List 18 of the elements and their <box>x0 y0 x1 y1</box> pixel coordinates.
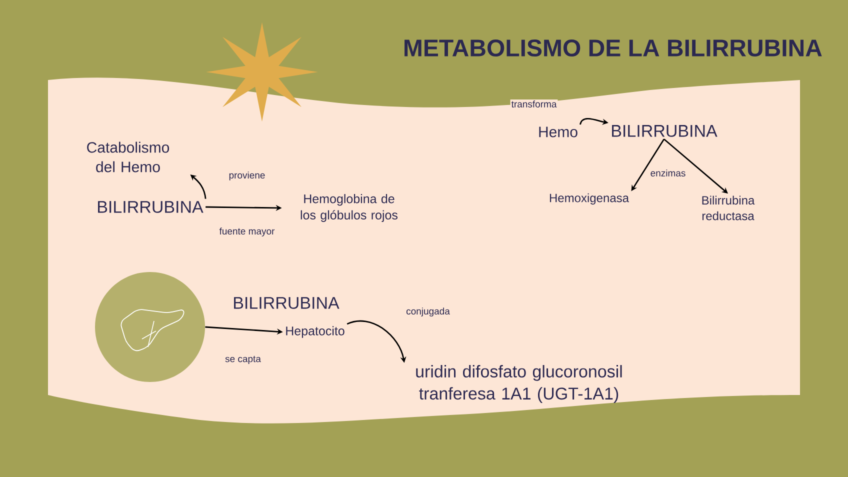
title: METABOLISMO DE LA BILIRRUBINA <box>404 40 822 56</box>
node-text: Catabolismo del Hemo <box>87 142 170 172</box>
edge-label: transforma <box>510 100 558 108</box>
node-text: Hemo <box>539 126 578 138</box>
edge-label: enzimas <box>649 168 687 178</box>
node-text: Hemoglobina de los glóbulos rojos <box>300 194 398 222</box>
edge-label: fuente mayor <box>218 226 276 238</box>
edge-label: conjugada <box>405 306 451 318</box>
node-text: BILIRRUBINA <box>234 297 340 309</box>
node-text: uridin difosfato glucoronosil tranferesa 1A1 (UGT-1A1) <box>416 365 622 403</box>
node-text: Hemoxigenasa <box>550 193 629 205</box>
node-text: BILIRRUBINA <box>98 201 204 213</box>
picture <box>95 272 205 382</box>
node-text: Bilirrubina reductasa <box>702 196 755 220</box>
edge-label: proviene <box>228 170 266 182</box>
node-text: BILIRRUBINA <box>612 125 718 137</box>
edge-label: se capta <box>224 354 262 366</box>
node-text: Hepatocito <box>286 326 344 338</box>
